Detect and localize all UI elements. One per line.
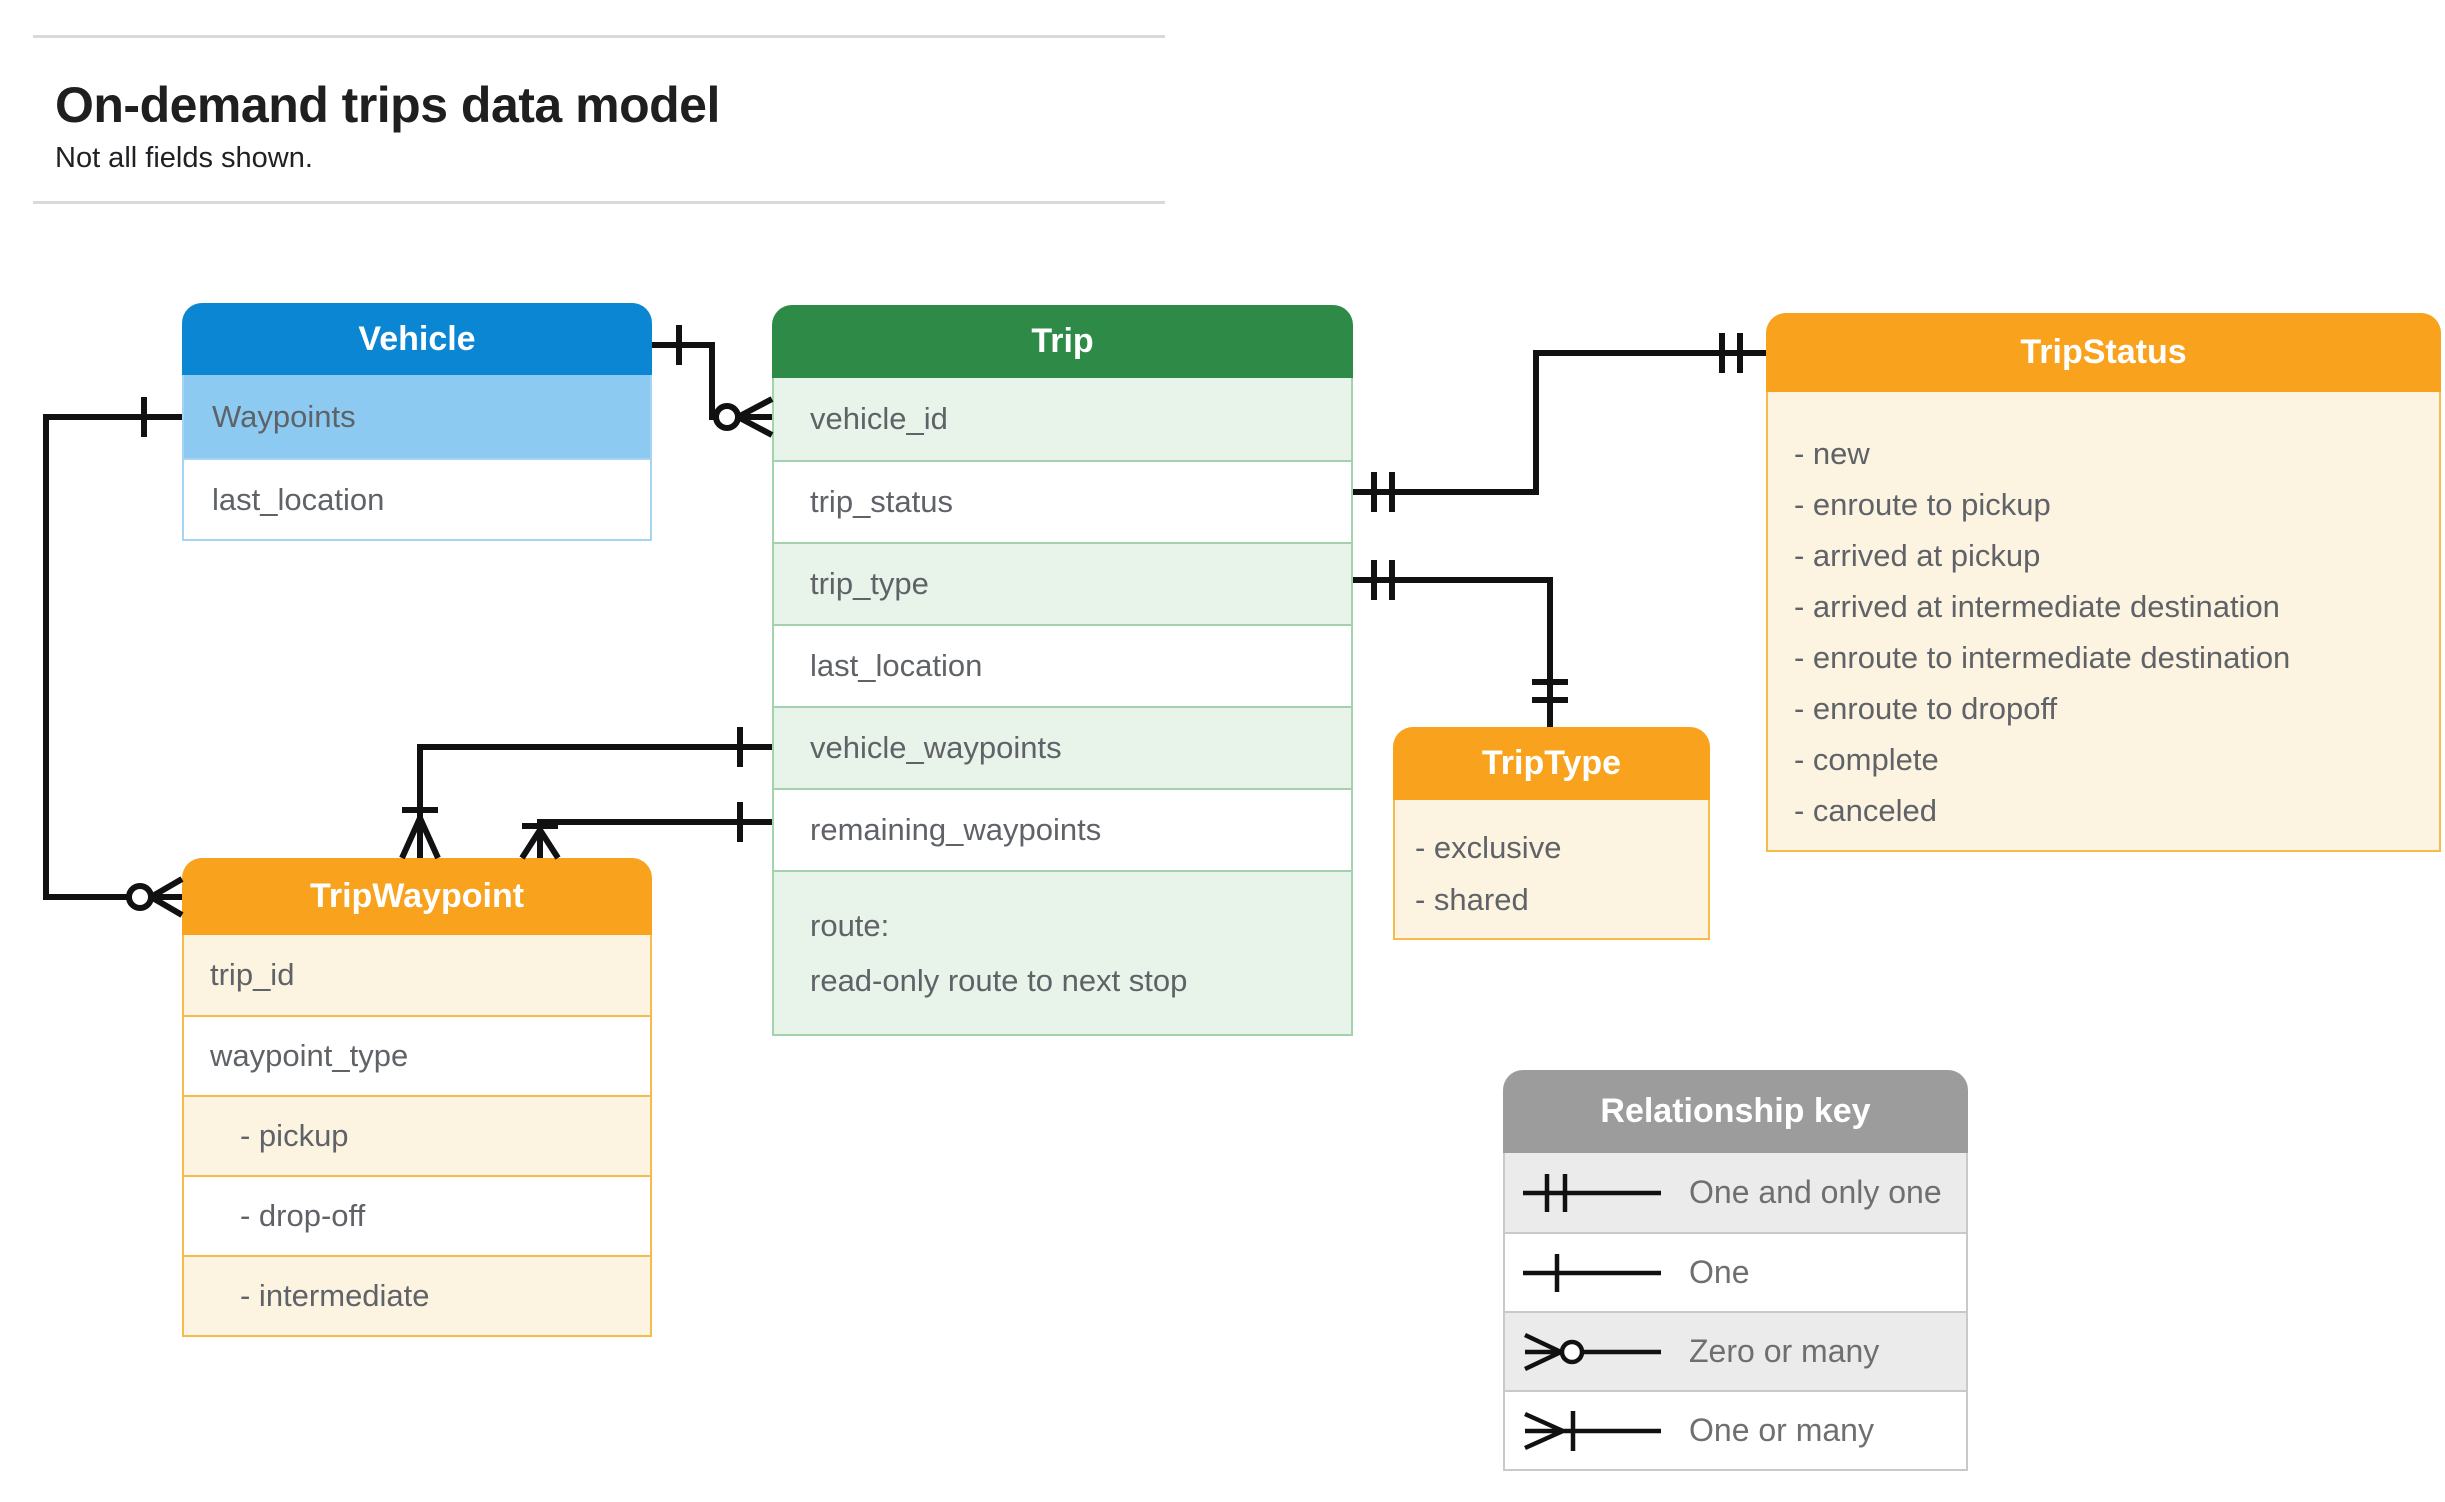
table-row: last_location	[184, 458, 650, 539]
relationship-key-header: Relationship key	[1503, 1070, 1968, 1153]
table-row: - pickup	[184, 1095, 650, 1175]
list-item: - shared	[1415, 882, 1529, 917]
table-row: remaining_waypoints	[774, 788, 1351, 870]
one-and-only-one-icon	[1523, 1173, 1661, 1212]
connector-trip-to-tripstatus	[1353, 333, 1766, 512]
table-row: trip_id	[184, 935, 650, 1015]
legend-row: One and only one	[1505, 1153, 1966, 1232]
connector-trip-vehicle-waypoints-to-tripwaypoint	[399, 727, 772, 860]
trip-table-header: Trip	[772, 305, 1353, 378]
table-row: vehicle_id	[774, 378, 1351, 460]
page-subtitle: Not all fields shown.	[55, 142, 313, 174]
table-row: vehicle_waypoints	[774, 706, 1351, 788]
list-item: - enroute to pickup	[1794, 487, 2051, 522]
trip-table: Trip vehicle_id trip_status trip_type la…	[772, 305, 1353, 1036]
table-row: - drop-off	[184, 1175, 650, 1255]
legend-row: Zero or many	[1505, 1311, 1966, 1390]
legend-row: One or many	[1505, 1390, 1966, 1469]
one-or-many-icon	[1524, 1410, 1661, 1451]
list-item: - exclusive	[1415, 830, 1562, 865]
connector-vehicle-to-tripwaypoint	[43, 397, 184, 918]
one-icon	[1523, 1253, 1661, 1292]
vehicle-table-header: Vehicle	[182, 303, 652, 375]
connector-trip-remaining-waypoints-to-tripwaypoint	[519, 802, 772, 860]
table-row: trip_status	[774, 460, 1351, 542]
zero-or-many-icon	[1524, 1332, 1661, 1371]
legend-label: One	[1689, 1254, 1750, 1290]
vehicle-table: Vehicle Waypoints last_location	[182, 303, 652, 541]
triptype-table: TripType - exclusive - shared	[1393, 727, 1710, 940]
legend-label: Zero or many	[1689, 1333, 1880, 1369]
list-item: - complete	[1794, 742, 1939, 777]
route-field-description: read-only route to next stop	[810, 963, 1188, 998]
divider-bottom	[33, 201, 1165, 204]
legend-row: One	[1505, 1232, 1966, 1311]
legend-label: One and only one	[1689, 1174, 1942, 1210]
table-row: trip_type	[774, 542, 1351, 624]
relationship-key: Relationship key One and only one One Ze…	[1503, 1070, 1968, 1471]
triptype-table-header: TripType	[1393, 727, 1710, 800]
table-row: last_location	[774, 624, 1351, 706]
list-item: - canceled	[1794, 793, 1938, 828]
list-item: - enroute to dropoff	[1794, 691, 2058, 726]
legend-label: One or many	[1689, 1412, 1874, 1448]
page-title: On-demand trips data model	[55, 77, 720, 133]
connector-trip-to-triptype	[1353, 560, 1568, 727]
table-row: - intermediate	[184, 1255, 650, 1335]
table-row: route: read-only route to next stop	[774, 870, 1351, 1034]
list-item: - arrived at intermediate destination	[1794, 589, 2280, 624]
tripwaypoint-table: TripWaypoint trip_id waypoint_type - pic…	[182, 858, 652, 1337]
list-item: - new	[1794, 436, 1870, 471]
list-item: - arrived at pickup	[1794, 538, 2041, 573]
table-row: Waypoints	[184, 375, 650, 458]
route-field-label: route:	[810, 908, 890, 943]
table-row: waypoint_type	[184, 1015, 650, 1095]
tripwaypoint-table-header: TripWaypoint	[182, 858, 652, 935]
tripstatus-table: TripStatus - new - enroute to pickup - a…	[1766, 313, 2441, 852]
connector-vehicle-to-trip	[652, 325, 774, 438]
list-item: - enroute to intermediate destination	[1794, 640, 2291, 675]
divider-top	[33, 35, 1165, 38]
tripstatus-table-header: TripStatus	[1766, 313, 2441, 392]
